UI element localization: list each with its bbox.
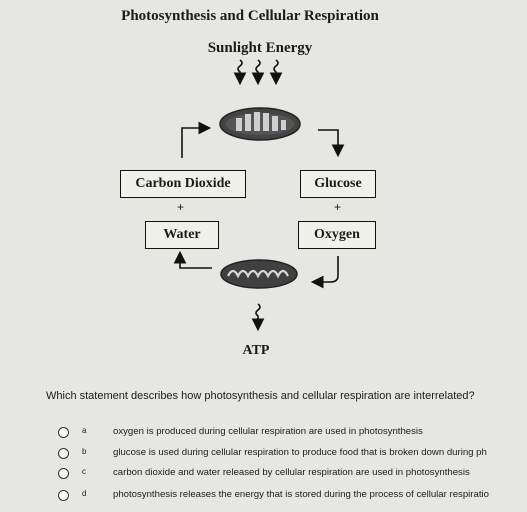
arrow-into-mitochondrion [310,256,339,289]
option-c-text: carbon dioxide and water released by cel… [113,467,470,478]
option-d-text: photosynthesis releases the energy that … [113,489,489,500]
sunlight-label: Sunlight Energy [207,40,313,56]
option-b-radio[interactable] [58,448,69,459]
plus-left: + [177,200,185,214]
option-b-text: glucose is used during cellular respirat… [113,447,487,458]
diagram-title: Photosynthesis and Cellular Respiration [121,8,379,24]
option-c-radio[interactable] [58,468,69,479]
arrow-into-chloroplast [181,121,212,158]
option-c-letter: c [82,467,86,476]
mitochondrion-icon [220,259,298,289]
chloroplast-icon [219,107,301,141]
atp-label: ATP [242,343,270,358]
sunlight-arrows-icon [233,59,283,86]
glucose-box: Glucose [300,170,376,198]
plus-right: + [334,200,342,214]
option-a-radio[interactable] [58,427,69,438]
option-d-radio[interactable] [58,490,69,501]
question-prompt: Which statement describes how photosynth… [46,390,475,402]
arrow-out-mitochondrion [173,250,212,269]
energy-arrow-icon [251,303,265,332]
oxygen-box: Oxygen [298,221,376,249]
option-d-letter: d [82,489,87,498]
option-b-letter: b [82,447,87,456]
option-a-letter: a [82,426,87,435]
water-box: Water [145,221,219,249]
carbon-dioxide-box: Carbon Dioxide [120,170,246,198]
option-a-text: oxygen is produced during cellular respi… [113,426,423,437]
arrow-out-chloroplast [318,129,345,158]
